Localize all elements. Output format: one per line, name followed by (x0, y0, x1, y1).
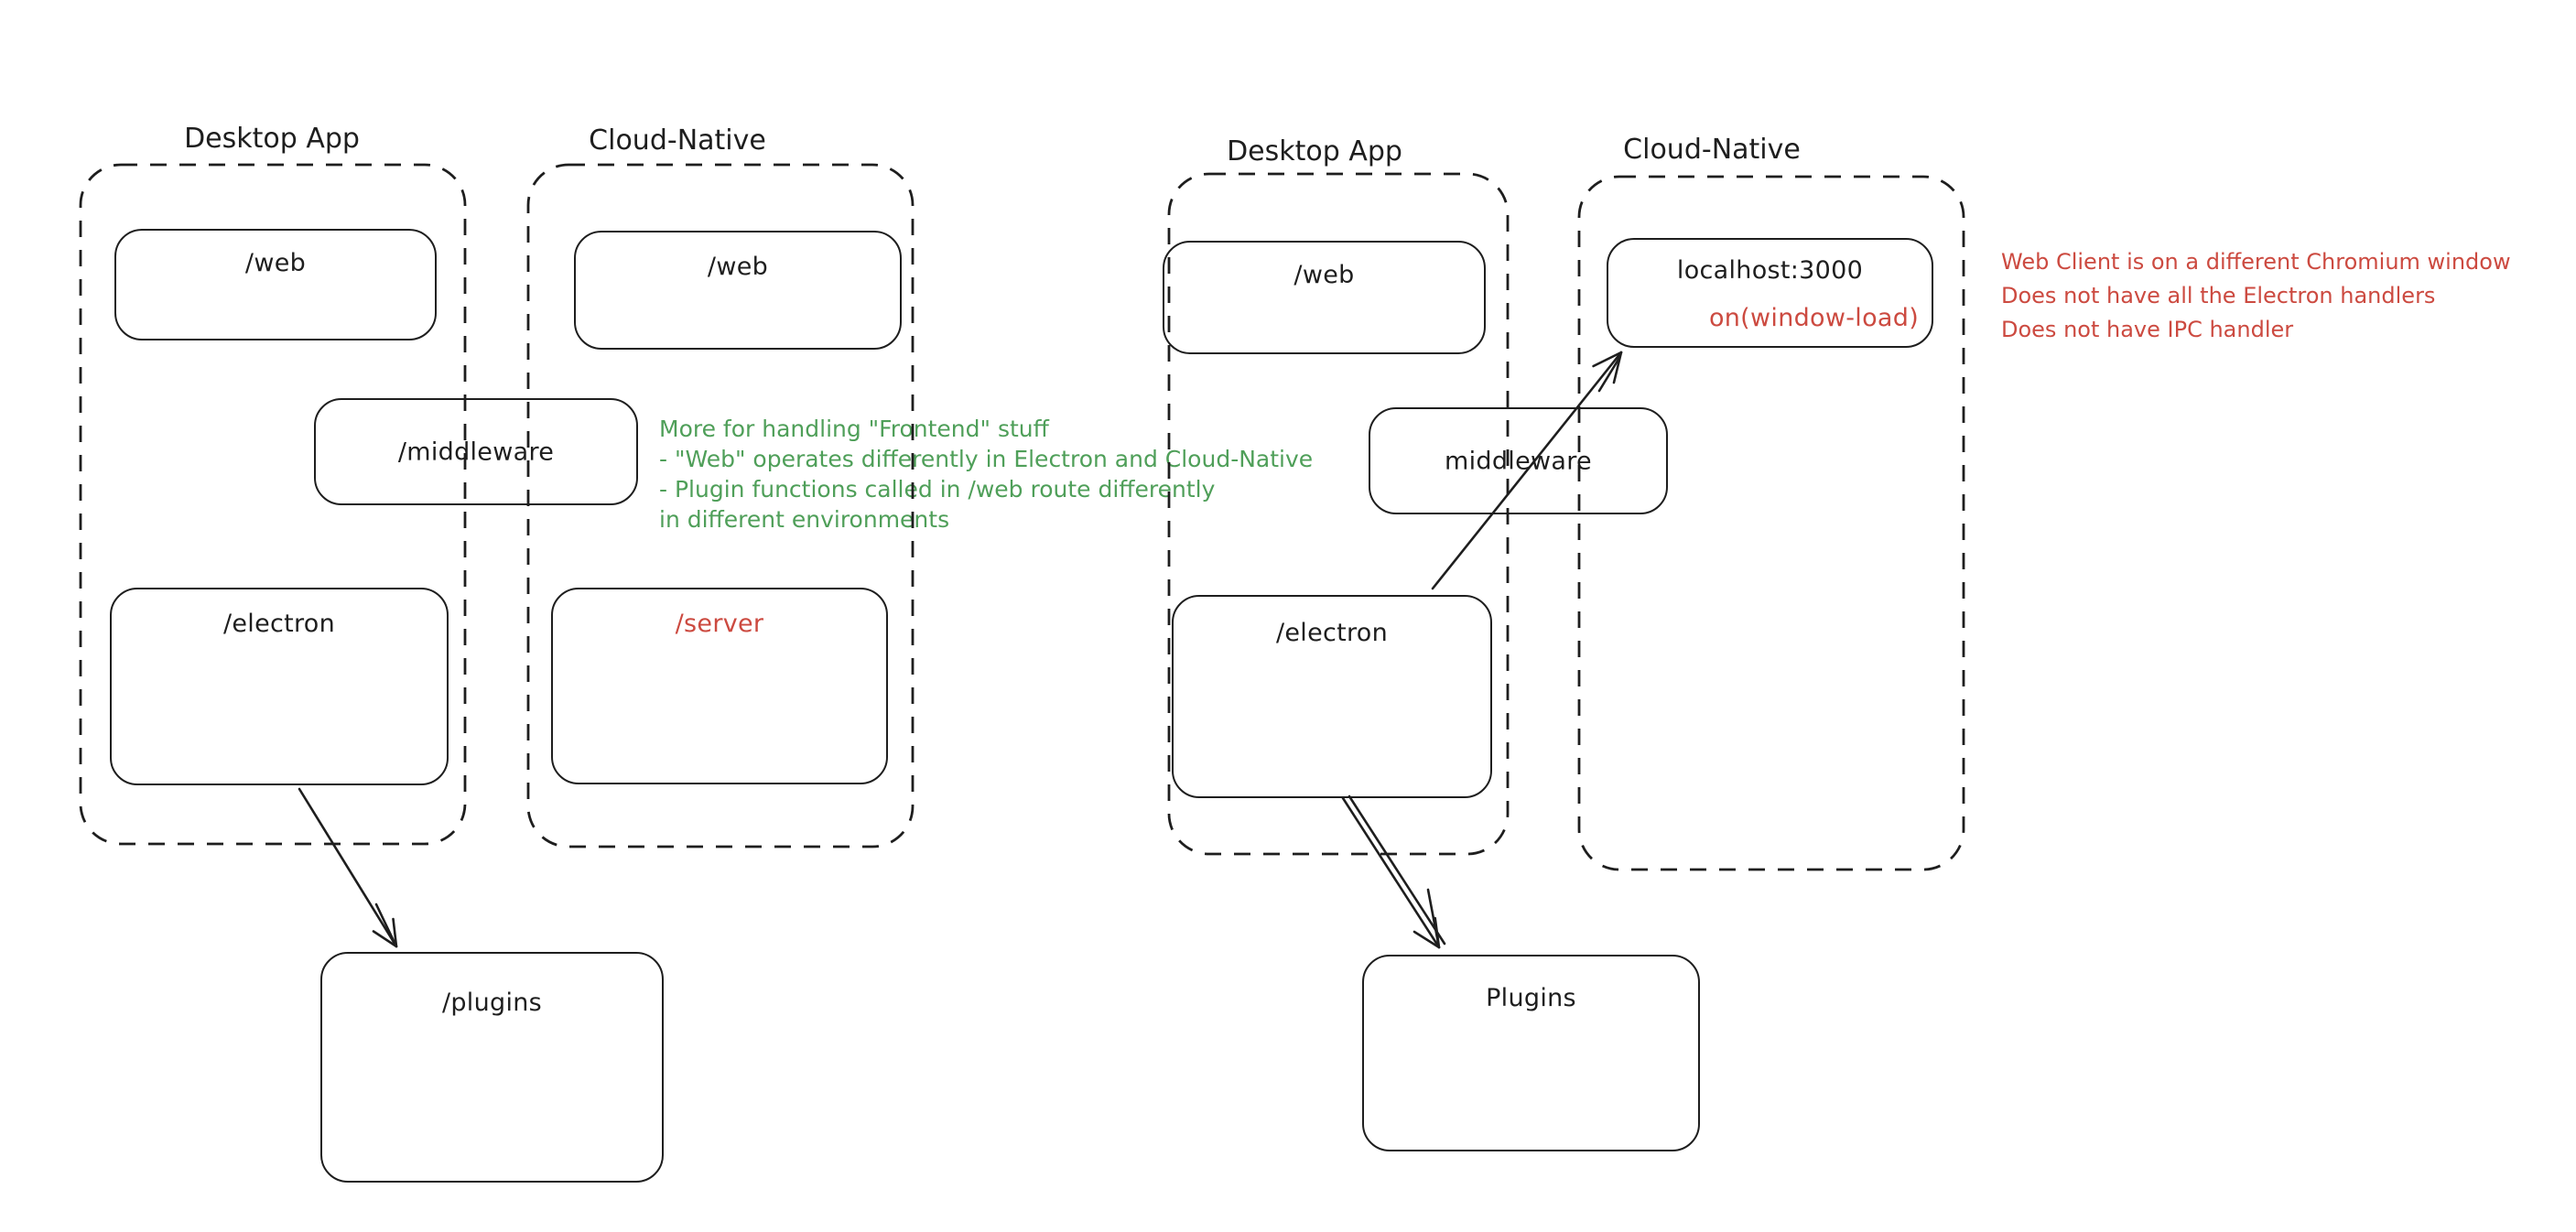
right-on-window-load-label: on(window-load) (1708, 304, 1920, 332)
left-green-note[interactable]: More for handling "Frontend" stuff - "We… (659, 414, 1313, 535)
left-electron-node[interactable]: /electron (110, 588, 449, 785)
left-electron-to-plugins-arrow[interactable] (298, 787, 398, 948)
red-note-line: Does not have all the Electron handlers (2001, 283, 2436, 308)
green-note-line: - Plugin functions called in /web route … (659, 476, 1216, 503)
left-server-label: /server (675, 610, 764, 638)
right-plugins-node[interactable]: Plugins (1362, 955, 1700, 1151)
left-plugins-label: /plugins (441, 989, 543, 1017)
red-note-line: Web Client is on a different Chromium wi… (2001, 249, 2511, 275)
green-note-line: More for handling "Frontend" stuff (659, 416, 1049, 442)
left-desktop-app-title[interactable]: Desktop App (184, 123, 360, 155)
right-localhost-label: localhost:3000 (1676, 256, 1864, 285)
right-localhost-node[interactable]: localhost:3000 on(window-load) (1607, 238, 1933, 348)
right-electron-node[interactable]: /electron (1172, 595, 1492, 798)
left-cloud-native-title[interactable]: Cloud-Native (589, 124, 766, 157)
right-web-label: /web (1293, 261, 1355, 289)
left-web-desktop-node[interactable]: /web (114, 229, 437, 340)
left-middleware-label: /middleware (397, 438, 555, 466)
red-note-line: Does not have IPC handler (2001, 317, 2294, 342)
left-web-cloud-label: /web (707, 253, 769, 281)
right-cloud-native-title[interactable]: Cloud-Native (1623, 134, 1801, 166)
left-middleware-node[interactable]: /middleware (314, 398, 638, 505)
right-desktop-app-title[interactable]: Desktop App (1227, 135, 1402, 168)
left-web-desktop-label: /web (244, 249, 307, 277)
right-red-note[interactable]: Web Client is on a different Chromium wi… (2001, 245, 2511, 347)
right-middleware-node[interactable]: middleware (1369, 407, 1668, 514)
left-server-node[interactable]: /server (551, 588, 888, 784)
left-electron-label: /electron (222, 610, 336, 638)
green-note-line: - "Web" operates differently in Electron… (659, 446, 1314, 472)
right-plugins-label: Plugins (1486, 984, 1576, 1012)
right-middleware-label: middleware (1445, 447, 1592, 475)
right-web-node[interactable]: /web (1163, 241, 1486, 354)
left-plugins-node[interactable]: /plugins (320, 952, 664, 1183)
left-web-cloud-node[interactable]: /web (574, 231, 902, 350)
right-electron-to-plugins-arrow[interactable] (1341, 794, 1446, 949)
green-note-line: in different environments (659, 506, 950, 533)
right-electron-label: /electron (1275, 619, 1389, 647)
